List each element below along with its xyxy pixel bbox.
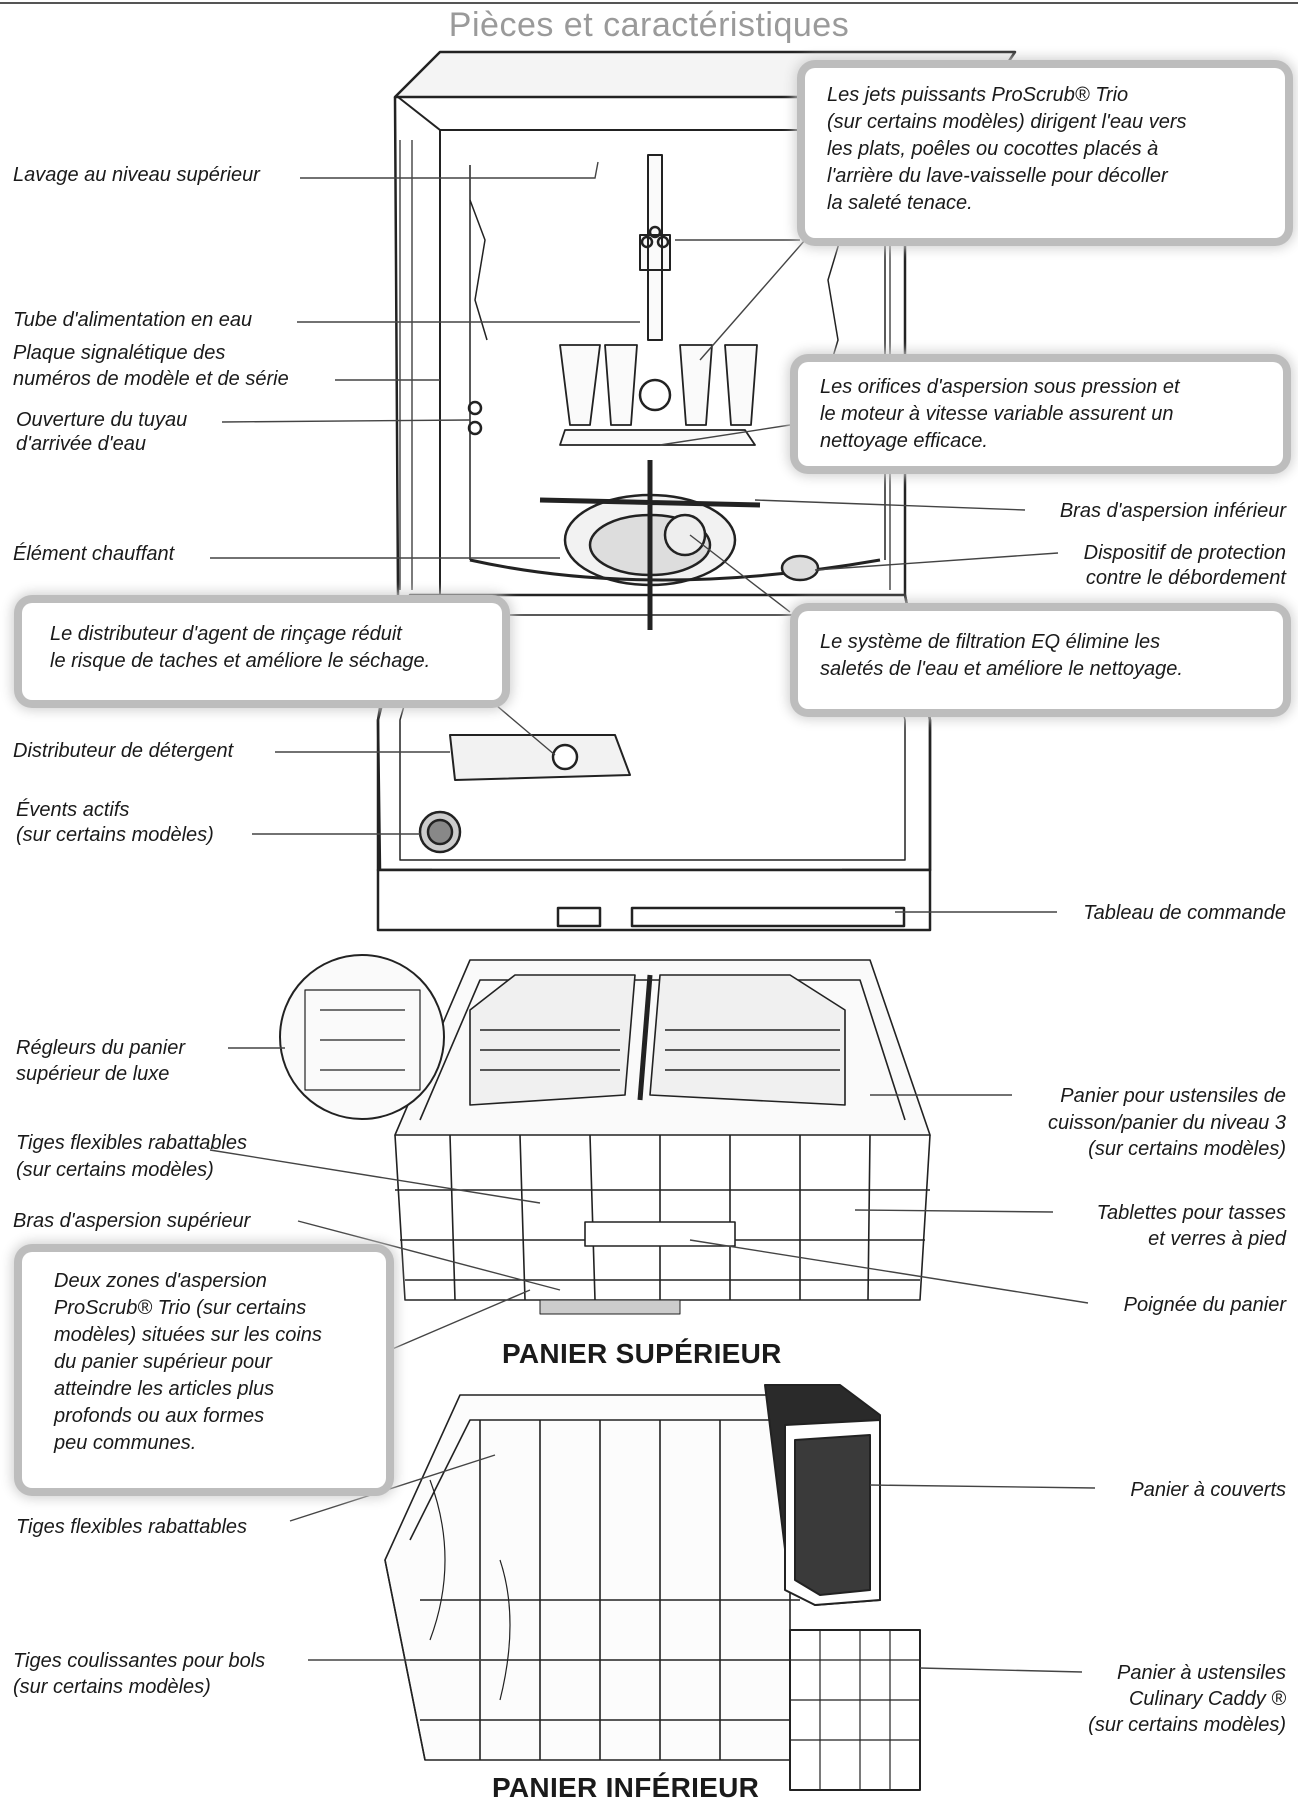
label-upper-spray-arm: Bras d'aspersion supérieur [13, 1210, 251, 1232]
label-cup-shelves-1: Tablettes pour tasses [1096, 1202, 1286, 1224]
label-caddy-1: Panier à ustensiles [1117, 1662, 1286, 1684]
callout-proscrub-line: l'arrière du lave-vaisselle pour décolle… [827, 165, 1168, 187]
callout-rincage-line: le risque de taches et améliore le sécha… [50, 650, 431, 672]
label-detergent-dispenser: Distributeur de détergent [13, 740, 234, 762]
rack-adjuster-inset [279, 954, 445, 1120]
callout-proscrub-line: (sur certains modèles) dirigent l'eau ve… [827, 111, 1187, 133]
label-cookware-basket-1: Panier pour ustensiles de [1060, 1085, 1286, 1107]
label-rack-adjusters-1: Régleurs du panier [16, 1037, 185, 1059]
label-overfill-1: Dispositif de protection [1083, 542, 1286, 564]
callout-filtration: Le système de filtration EQ élimine les … [798, 611, 1283, 709]
label-fold-tines-1: Tiges flexibles rabattables [16, 1132, 248, 1154]
upper-rack [394, 959, 931, 1315]
label-water-feed-tube: Tube d'alimentation en eau [13, 309, 253, 331]
label-sliding-tines-1: Tiges coulissantes pour bols [13, 1650, 266, 1672]
label-heating-element: Élément chauffant [13, 543, 175, 565]
top-rule [0, 2, 1298, 4]
control-panel [376, 868, 932, 932]
callout-zones-line: ProScrub® Trio (sur certains [54, 1297, 307, 1319]
callout-orifices-line: nettoyage efficace. [820, 430, 988, 452]
label-rack-handle: Poignée du panier [1123, 1294, 1286, 1316]
callout-proscrub-line: Les jets puissants ProScrub® Trio [827, 84, 1129, 106]
lower-rack [384, 1394, 800, 1761]
callout-zones-line: atteindre les articles plus [54, 1378, 275, 1400]
callout-zones-line: peu communes. [54, 1432, 197, 1454]
lower-spray-arm [539, 460, 761, 630]
callout-rincage-line: Le distributeur d'agent de rinçage rédui… [50, 623, 402, 645]
callout-filtration-line: saletés de l'eau et améliore le nettoyag… [820, 658, 1183, 680]
page-title: Pièces et caractéristiques [448, 6, 850, 44]
label-caddy-2: Culinary Caddy ® [1128, 1688, 1286, 1710]
heading-lower-rack: PANIER INFÉRIEUR [492, 1772, 760, 1803]
label-active-vents-1: Évents actifs [16, 799, 130, 821]
callout-zones-line: modèles) situées sur les coins [54, 1324, 322, 1346]
callout-zones-line: du panier supérieur pour [54, 1351, 272, 1373]
silverware-basket [764, 1384, 921, 1791]
label-overfill-2: contre le débordement [1085, 567, 1286, 589]
label-cookware-basket-2: cuisson/panier du niveau 3 [1048, 1112, 1286, 1134]
label-cookware-basket-3: (sur certains modèles) [1088, 1138, 1286, 1160]
label-silverware-basket: Panier à couverts [1130, 1479, 1286, 1501]
callout-rinse-aid: Le distributeur d'agent de rinçage rédui… [22, 603, 502, 700]
callout-proscrub: Les jets puissants ProScrub® Trio (sur c… [805, 68, 1285, 238]
label-water-inlet-1: Ouverture du tuyau [16, 409, 188, 431]
heading-upper-rack: PANIER SUPÉRIEUR [502, 1338, 782, 1369]
label-lower-spray-arm: Bras d'aspersion inférieur [1059, 500, 1286, 522]
label-cup-shelves-2: et verres à pied [1148, 1228, 1286, 1250]
label-water-inlet-2: d'arrivée d'eau [16, 433, 146, 455]
callout-orifices-line: le moteur à vitesse variable assurent un [820, 403, 1174, 425]
callout-filtration-line: Le système de filtration EQ élimine les [820, 631, 1161, 653]
callout-proscrub-line: les plats, poêles ou cocottes placés à [827, 138, 1159, 160]
label-sliding-tines-2: (sur certains modèles) [13, 1676, 211, 1698]
label-caddy-3: (sur certains modèles) [1088, 1714, 1286, 1736]
callout-zones-line: profonds ou aux formes [54, 1405, 265, 1427]
label-serial-plate-1: Plaque signalétique des [13, 342, 226, 364]
callout-spray-zones: Deux zones d'aspersion ProScrub® Trio (s… [22, 1252, 386, 1488]
label-active-vents-2: (sur certains modèles) [16, 824, 214, 846]
tub-left-wall [376, 96, 432, 872]
label-serial-plate-2: numéros de modèle et de série [13, 368, 289, 390]
label-rack-adjusters-2: supérieur de luxe [16, 1063, 170, 1085]
callout-orifices-line: Les orifices d'aspersion sous pression e… [820, 376, 1180, 398]
detergent-dispenser [449, 734, 631, 781]
label-upper-level-wash: Lavage au niveau supérieur [13, 164, 260, 186]
callout-spray-orifices: Les orifices d'aspersion sous pression e… [798, 362, 1283, 466]
callout-zones-line: Deux zones d'aspersion [54, 1270, 267, 1292]
label-control-panel: Tableau de commande [1083, 902, 1286, 924]
label-fold-tines-2: (sur certains modèles) [16, 1159, 214, 1181]
callout-proscrub-line: la saleté tenace. [827, 192, 973, 214]
label-fold-tines-lower: Tiges flexibles rabattables [16, 1516, 248, 1538]
